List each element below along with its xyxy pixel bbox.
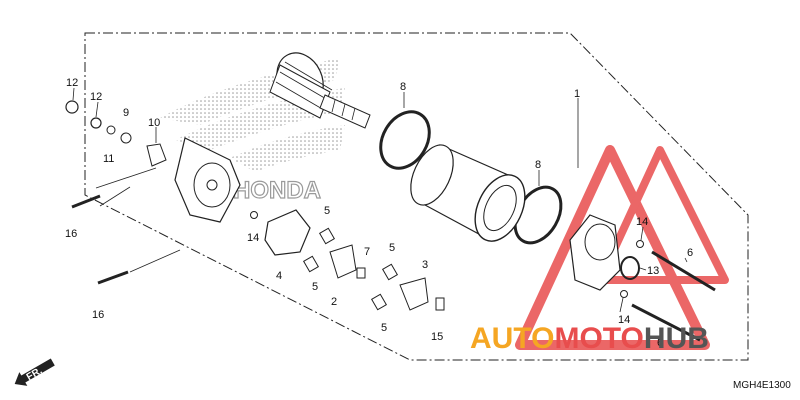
label-part-2: 2	[331, 296, 337, 308]
bolt-16-lower	[97, 270, 129, 285]
label-part-8b: 8	[535, 159, 541, 171]
watermark-part-2: MOTO	[554, 322, 643, 355]
label-part-13: 13	[647, 265, 659, 277]
washer-11	[106, 125, 116, 135]
label-part-15: 15	[431, 331, 443, 343]
washer-14-left	[250, 211, 258, 219]
terminal-10	[146, 143, 167, 167]
springs	[302, 227, 399, 311]
label-part-6b: 6	[657, 337, 663, 349]
through-bolt-lower	[631, 303, 701, 342]
insulator-9	[120, 132, 132, 144]
armature	[269, 52, 371, 129]
honda-brand-text: HONDA	[233, 177, 321, 204]
leader-lines	[72, 87, 688, 341]
label-part-16b: 16	[92, 309, 104, 321]
watermark-text: AUTOMOTOHUB	[470, 322, 709, 355]
brush-bolt-7	[356, 267, 366, 279]
front-direction-arrow: FR.	[14, 358, 55, 386]
bolt-16-upper	[71, 194, 101, 209]
through-bolt-upper	[651, 250, 716, 292]
brushes	[329, 244, 429, 311]
watermark-part-3: HUB	[644, 322, 709, 355]
bolt-15	[435, 297, 445, 311]
label-part-14b: 14	[636, 216, 648, 228]
nut-12	[65, 100, 102, 129]
label-part-9: 9	[123, 107, 129, 119]
label-part-7: 7	[364, 246, 370, 258]
o-ring-upper	[379, 110, 431, 170]
label-part-5c: 5	[389, 242, 395, 254]
rear-cover	[569, 214, 640, 291]
label-part-10: 10	[148, 117, 160, 129]
part-labels: 1 2 3 4 5 5 5 5 6 6 7 8 8 9 10 11 12 12 …	[65, 77, 693, 349]
label-part-4: 4	[276, 270, 282, 282]
brush-holder	[264, 209, 311, 256]
assembly-frame	[84, 32, 749, 361]
label-part-6a: 6	[687, 247, 693, 259]
diagram-code: MGH4E1300	[733, 380, 791, 391]
label-part-12b: 12	[90, 91, 102, 103]
label-part-16a: 16	[65, 228, 77, 240]
label-part-8a: 8	[400, 81, 406, 93]
motor-yoke	[410, 144, 526, 242]
washer-14-right-upper	[636, 240, 644, 248]
label-part-12a: 12	[66, 77, 78, 89]
label-part-14a: 14	[247, 232, 259, 244]
watermark-part-1: AUTO	[470, 322, 554, 355]
label-part-5b: 5	[312, 281, 318, 293]
washer-14-right-lower	[620, 290, 628, 298]
o-ring-13	[620, 256, 640, 280]
label-part-11: 11	[103, 153, 114, 165]
front-cover	[174, 137, 241, 223]
label-part-5d: 5	[381, 322, 387, 334]
label-part-14c: 14	[618, 314, 630, 326]
label-part-3: 3	[422, 259, 428, 271]
watermark-logo	[515, 145, 729, 350]
label-part-1: 1	[574, 88, 580, 100]
label-part-5a: 5	[324, 205, 330, 217]
